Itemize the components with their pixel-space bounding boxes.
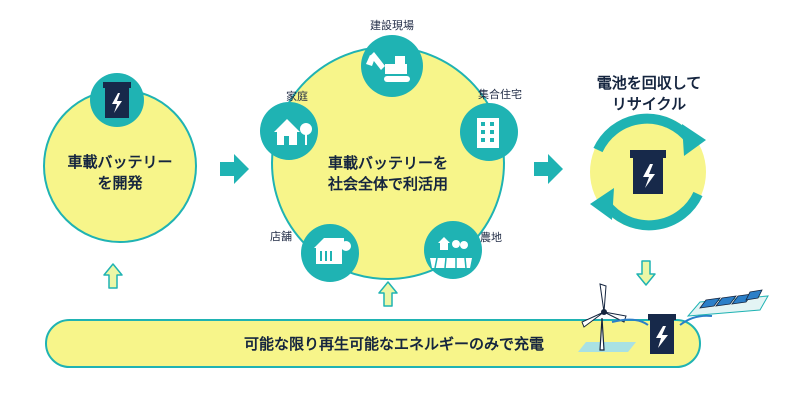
farm-field-icon: [430, 237, 472, 269]
recycle-arrowhead-bottom: [590, 188, 614, 220]
store-label: 店舗: [270, 230, 292, 243]
construction-node: [361, 35, 423, 97]
recycle-arrows-icon: [593, 113, 703, 231]
battery-icon: [90, 73, 144, 127]
house-icon: [274, 119, 312, 145]
apartment-building-icon: [477, 118, 499, 148]
home-label: 家庭: [286, 90, 308, 103]
arrow-right-2: [534, 154, 563, 184]
stage3-label: 電池を回収して リサイクル: [585, 73, 713, 115]
arrow-down-1: [636, 260, 656, 286]
stage1-label: 車載バッテリー を開発: [60, 152, 180, 194]
renewable-charging-bar: [45, 319, 701, 368]
recycle-battery-icon: [630, 150, 666, 194]
farm-label: 農地: [480, 231, 502, 244]
solar-panels-icon: [686, 289, 769, 317]
store-icon: [314, 238, 351, 264]
arrow-right-1: [220, 154, 249, 184]
farm-node: [424, 221, 482, 279]
construction-label: 建設現場: [370, 19, 414, 32]
store-node: [301, 224, 359, 282]
home-node: [260, 102, 318, 160]
recycle-arrowhead-top: [682, 124, 706, 156]
stage2-label-line2: 社会全体で利活用: [327, 175, 448, 193]
stage2-label-line1: 車載バッテリーを: [327, 154, 448, 172]
stage1-label-line2: を開発: [97, 174, 143, 192]
stage2-label: 車載バッテリーを 社会全体で利活用: [318, 153, 458, 195]
stage1-label-line1: 車載バッテリー: [67, 153, 173, 171]
stage3-label-line2: リサイクル: [611, 95, 687, 113]
apartment-label: 集合住宅: [478, 88, 522, 101]
apartment-node: [460, 103, 518, 161]
charging-station-icon: [648, 314, 676, 354]
power-lines: [611, 314, 713, 326]
arrow-up-2: [378, 281, 398, 307]
arrow-up-1: [103, 263, 123, 289]
stage3-label-line1: 電池を回収して: [596, 74, 702, 92]
bottom-bar-text: 可能な限り再生可能なエネルギーのみで充電: [244, 335, 545, 353]
excavator-icon: [366, 52, 410, 82]
